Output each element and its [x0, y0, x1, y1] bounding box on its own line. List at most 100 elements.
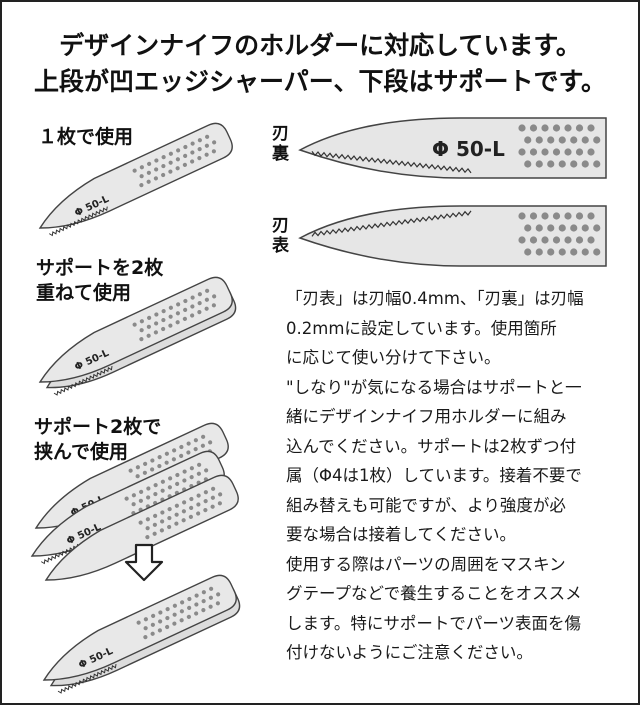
blade-hole	[196, 502, 201, 507]
blade-hole	[541, 148, 549, 156]
blade-hole	[201, 607, 206, 613]
blade-hole	[146, 486, 151, 491]
blade-hole	[181, 518, 186, 523]
blade-hole	[153, 491, 158, 497]
blade-hole	[587, 212, 595, 220]
blade-hole	[151, 613, 156, 618]
blade-hole	[160, 519, 165, 524]
blade-serration	[57, 663, 117, 694]
blade-hole	[157, 463, 162, 469]
headline-line-1: デザインナイフのホルダーに対応しています。	[59, 31, 581, 60]
label-single-use: １枚で使用	[38, 126, 134, 148]
blade-hole	[204, 468, 209, 473]
blade-hole	[143, 635, 148, 640]
blade-hole	[183, 153, 188, 159]
blade-hole-grid	[132, 134, 217, 188]
blade-hole	[159, 528, 164, 533]
blade-hole	[204, 306, 209, 311]
blade-hole	[165, 607, 170, 612]
blade-hole	[158, 619, 163, 624]
blade-hole	[581, 248, 589, 256]
blade-hole	[158, 610, 163, 615]
blade-hole	[210, 504, 215, 509]
blade-hole	[182, 316, 187, 321]
blade-hole	[154, 312, 159, 317]
blade-hole	[189, 475, 194, 480]
blade-hole	[212, 294, 217, 299]
blade-hole-grid	[124, 462, 209, 516]
blade-hole	[205, 134, 210, 139]
description-line: 付けないようにご注意ください。	[286, 643, 533, 662]
blade-hole	[189, 466, 194, 471]
blade-hole	[581, 224, 589, 232]
blade-hole	[161, 317, 166, 323]
description-line: 0.2mmに設定しています。使用箇所	[286, 318, 557, 338]
blade-hole	[194, 593, 199, 598]
blade-hole	[168, 314, 173, 319]
blade-hole	[172, 448, 177, 453]
blade-hole	[153, 483, 158, 488]
blade-hole	[153, 330, 158, 335]
blade-hole	[164, 451, 169, 456]
blade-hole	[593, 224, 601, 232]
blade-hole	[168, 305, 173, 310]
blade-hole	[211, 149, 216, 154]
blade-hole	[138, 520, 143, 525]
blade-hole	[204, 143, 209, 148]
blade-hole	[175, 311, 180, 316]
blade-hole	[167, 524, 172, 530]
blade-hole	[209, 586, 214, 591]
blade-hole	[167, 485, 172, 490]
blade-hole	[552, 124, 561, 132]
blade-hole	[190, 304, 195, 309]
blade-serration	[48, 206, 108, 237]
blade-hole	[187, 605, 192, 611]
blade-hole	[197, 309, 202, 315]
blade-hole	[593, 248, 601, 256]
blade-result: Φ 50-L	[42, 574, 241, 694]
label-blade-front-1: 刃	[272, 216, 289, 236]
label-double-2: 重ねて使用	[36, 282, 132, 304]
blade-hole	[128, 468, 133, 473]
blade-hole	[147, 315, 152, 320]
blade-hole	[145, 526, 150, 531]
blade-hole	[205, 288, 210, 293]
blade-hole	[535, 224, 543, 232]
blade-hole	[541, 124, 549, 132]
label-sandwich-1: サポート2枚で	[34, 416, 162, 438]
blade-hole	[168, 323, 173, 328]
blade-hole	[154, 167, 159, 172]
blade-hole	[217, 501, 222, 506]
blade-hole	[204, 297, 209, 302]
blade-hole	[190, 295, 195, 300]
blade-hole	[165, 615, 170, 621]
blade-hole	[167, 507, 172, 512]
blade-hole	[172, 612, 177, 617]
blade-hole	[138, 498, 143, 503]
blade-hole	[160, 510, 165, 515]
blade-hole	[581, 136, 589, 144]
blade-hole	[529, 148, 538, 156]
blade-hole	[190, 150, 195, 155]
blade-hole	[211, 303, 216, 308]
blade-hole	[143, 461, 148, 466]
blade-hole	[558, 248, 566, 256]
blade-hole	[203, 507, 208, 513]
blade-hole-grid	[132, 288, 217, 342]
blade-hole	[593, 136, 601, 144]
blade-hole	[157, 455, 162, 460]
blade-hole	[197, 292, 202, 297]
blade-hole	[529, 124, 538, 132]
blade-hole	[157, 628, 162, 633]
blade-hole	[196, 511, 201, 516]
blade-hole	[208, 595, 213, 600]
blade-hole	[200, 443, 205, 448]
blade-hole	[190, 141, 195, 146]
blade-hole	[142, 470, 147, 475]
blade-hole	[201, 434, 206, 439]
blade-hole	[558, 160, 566, 168]
blade-back-large: Φ 50-L	[298, 117, 607, 179]
blade-hole	[558, 136, 566, 144]
blade-hole	[203, 490, 208, 495]
blade-hole	[139, 337, 144, 342]
